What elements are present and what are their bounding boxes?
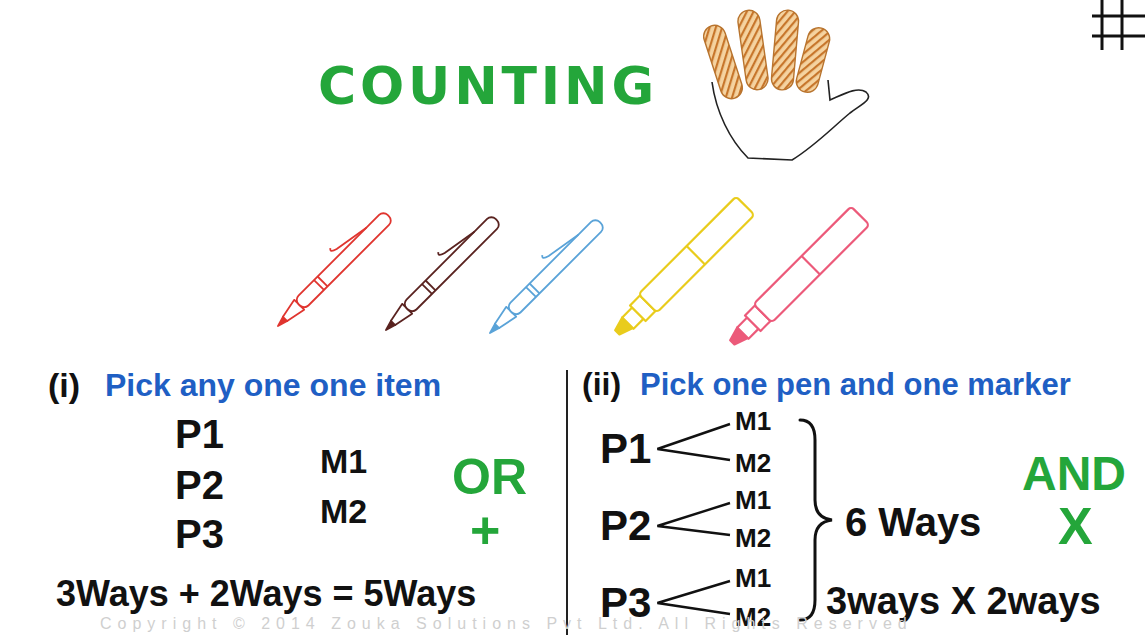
- yellow-marker: [609, 197, 755, 343]
- item-number: (i): [48, 368, 80, 402]
- tree-branch: [657, 581, 730, 614]
- equation: 3ways X 2ways: [826, 582, 1101, 620]
- pen-label: P1: [600, 428, 651, 470]
- tree-branch: [657, 424, 730, 460]
- divider-line: [566, 370, 568, 635]
- brown-pen: [373, 207, 501, 335]
- grid-line: [1121, 0, 1124, 50]
- red-pen: [265, 203, 393, 331]
- equation: 3Ways + 2Ways = 5Ways: [56, 576, 476, 612]
- operator-symbol: X: [1058, 500, 1093, 552]
- marker-label: M2: [320, 494, 367, 528]
- copyright-watermark: Copyright © 2014 Zouka Solutions Pvt Ltd…: [100, 616, 913, 632]
- pen-label: P2: [175, 465, 224, 505]
- item-number: (ii): [582, 368, 621, 400]
- heading: Pick any one one item: [105, 369, 441, 401]
- pen-label: P1: [175, 414, 224, 454]
- result: 6 Ways: [845, 502, 981, 542]
- grid-line: [1092, 35, 1145, 38]
- grid-icon: [1092, 0, 1145, 50]
- finger: [794, 25, 832, 94]
- marker-label: M2: [735, 525, 771, 551]
- tree-branch: [657, 503, 730, 535]
- pink-marker: [724, 207, 870, 353]
- title: COUNTING: [318, 60, 658, 112]
- operator-symbol: +: [470, 504, 500, 556]
- marker-label: M1: [735, 487, 771, 513]
- finger: [701, 22, 745, 101]
- hand-illustration: [701, 9, 869, 160]
- marker-label: M1: [735, 565, 771, 591]
- grid-line: [1101, 0, 1104, 50]
- grid-line: [1092, 15, 1145, 18]
- tree-branches: [657, 424, 730, 614]
- pen-label: P3: [175, 514, 224, 554]
- pen-label: P2: [600, 505, 651, 547]
- marker-label: M1: [735, 408, 771, 434]
- blue-pen: [477, 210, 605, 338]
- finger: [771, 9, 800, 91]
- marker-label: M1: [320, 444, 367, 478]
- operator-word: AND: [1022, 450, 1126, 498]
- finger: [737, 9, 770, 91]
- operator-word: OR: [452, 452, 527, 502]
- heading: Pick one pen and one marker: [640, 369, 1071, 400]
- marker-label: M2: [735, 450, 771, 476]
